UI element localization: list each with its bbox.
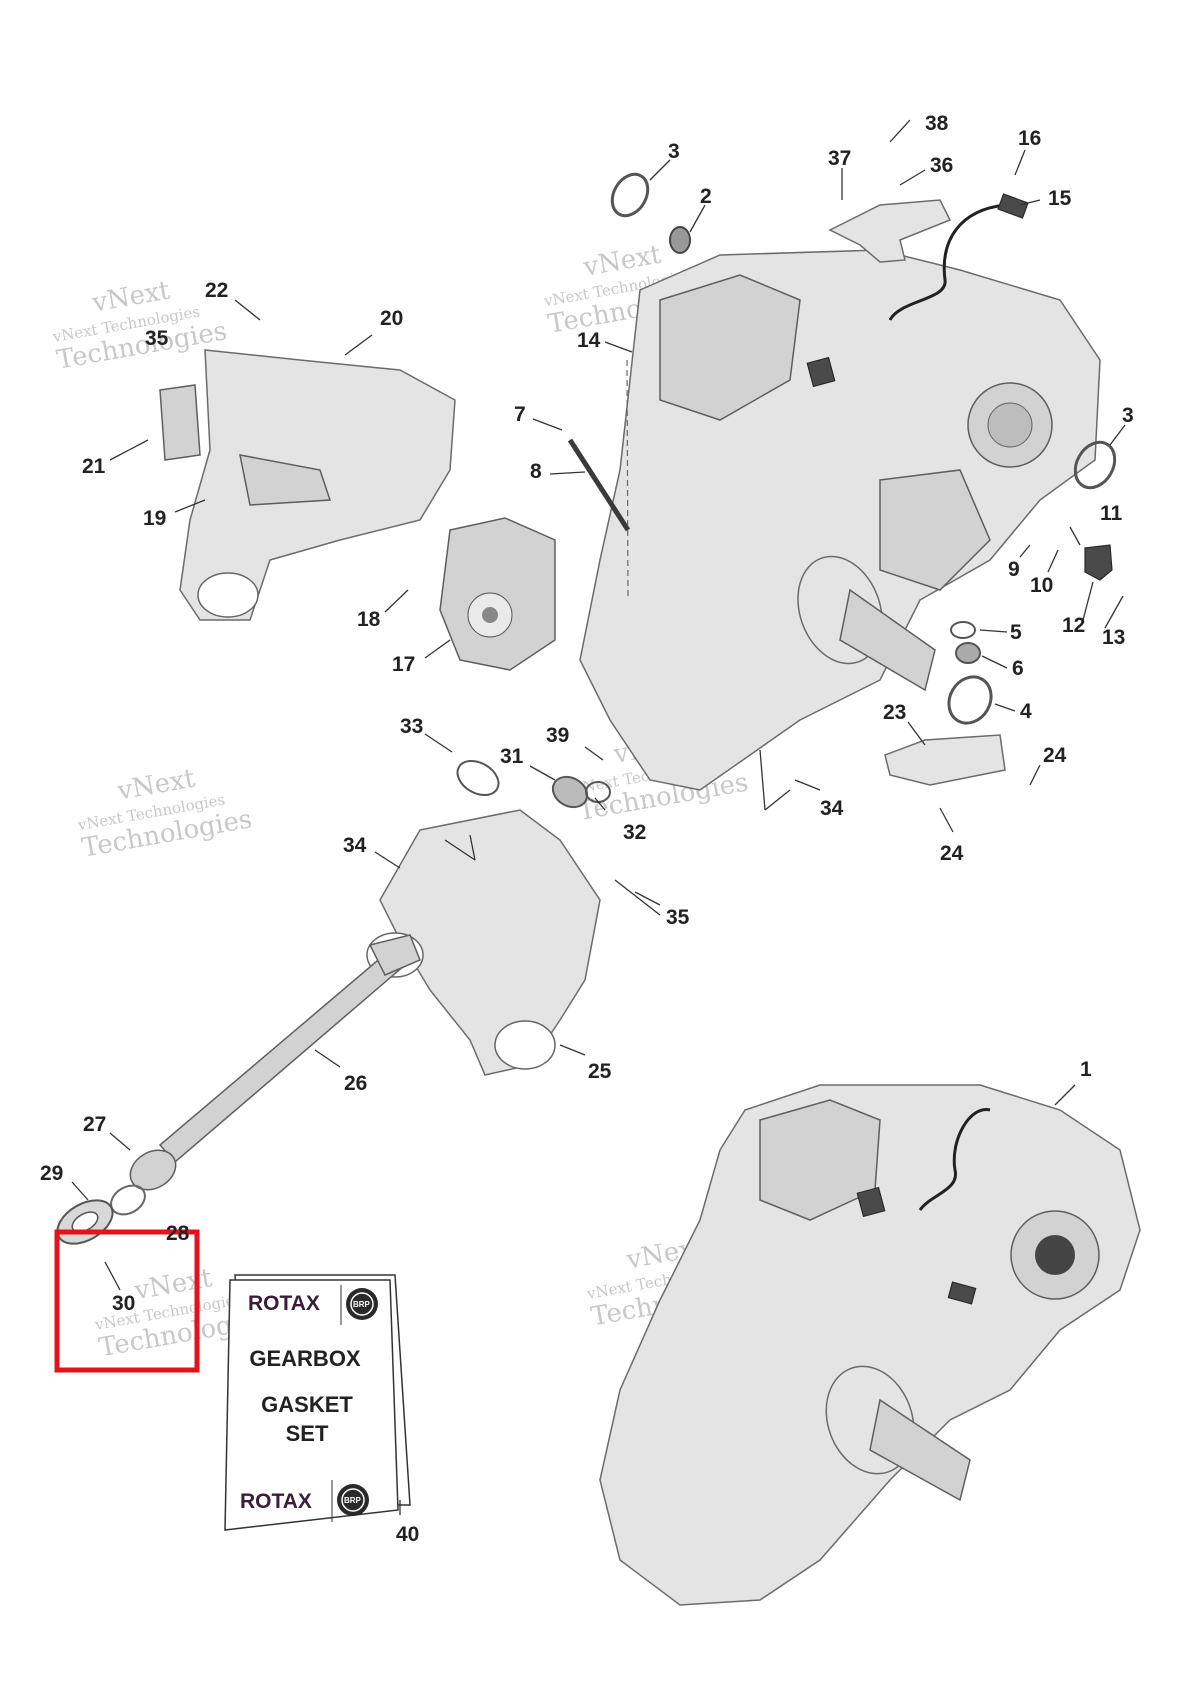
callout-15: 15 <box>1048 187 1072 210</box>
callout-40: 40 <box>396 1523 419 1546</box>
brp-badge-text: BRP <box>344 1496 362 1505</box>
brand-logo-bottom: ROTAX <box>240 1490 312 1513</box>
callout-13: 13 <box>1102 626 1125 649</box>
callout-20: 20 <box>380 307 403 330</box>
callout-21: 21 <box>82 455 106 478</box>
callout-26: 26 <box>344 1072 367 1095</box>
callout-6: 6 <box>1012 657 1024 680</box>
callout-34: 34 <box>343 834 367 857</box>
gasket-kit-40: ROTAX BRP GEARBOX GASKET SET ROTAX BRP <box>224 1274 411 1531</box>
callout-36: 36 <box>930 154 953 177</box>
watermark-3: vNext Technologies vNext Technologies <box>76 763 255 863</box>
callout-1: 1 <box>1080 1058 1092 1081</box>
callout-17: 17 <box>392 653 415 676</box>
callout-11: 11 <box>1100 502 1123 525</box>
callout-34: 34 <box>820 797 844 820</box>
callout-16: 16 <box>1018 127 1041 150</box>
bearing-27 <box>129 1149 177 1191</box>
callout-10: 10 <box>1030 574 1053 597</box>
callout-3: 3 <box>668 140 680 163</box>
callout-7: 7 <box>514 403 526 426</box>
callout-35: 35 <box>145 327 169 350</box>
kit-title-line1: GEARBOX <box>249 1346 361 1371</box>
o-rings <box>456 172 1117 809</box>
callout-2: 2 <box>700 185 712 208</box>
callout-33: 33 <box>400 715 423 738</box>
callout-22: 22 <box>205 279 228 302</box>
callout-14: 14 <box>577 329 601 352</box>
callout-8: 8 <box>530 460 542 483</box>
callout-31: 31 <box>500 745 524 768</box>
callout-5: 5 <box>1010 621 1022 644</box>
gearbox-housing-upper <box>567 193 1101 791</box>
shaft-26 <box>158 934 421 1164</box>
callout-27: 27 <box>83 1113 106 1136</box>
callout-39: 39 <box>546 724 569 747</box>
pump-17 <box>439 517 556 671</box>
callout-23: 23 <box>883 701 906 724</box>
gearbox-assembly-1 <box>599 1084 1141 1606</box>
bracket-23 <box>884 734 1006 786</box>
callout-25: 25 <box>588 1060 612 1083</box>
callout-24: 24 <box>940 842 964 865</box>
kit-title-line2: GASKET <box>261 1392 353 1417</box>
brand-logo-top: ROTAX <box>248 1292 320 1315</box>
callout-38: 38 <box>925 112 949 135</box>
callout-35: 35 <box>666 906 690 929</box>
callout-12: 12 <box>1062 614 1085 637</box>
callout-19: 19 <box>143 507 166 530</box>
callout-32: 32 <box>623 821 646 844</box>
callout-4: 4 <box>1020 700 1032 723</box>
seals-28-29 <box>56 1184 146 1245</box>
callout-3: 3 <box>1122 404 1134 427</box>
callout-labels: 1 2 3 3 4 5 6 7 8 9 10 11 12 13 14 15 16… <box>40 112 1134 1546</box>
callout-30: 30 <box>112 1292 135 1315</box>
brp-badge-text: BRP <box>353 1300 371 1309</box>
leader-lines <box>71 119 1126 1515</box>
callout-24: 24 <box>1043 744 1067 767</box>
sensor-12 <box>1084 544 1113 581</box>
callout-9: 9 <box>1008 558 1020 581</box>
callout-37: 37 <box>828 147 851 170</box>
callout-18: 18 <box>357 608 381 631</box>
watermark-1: vNext Technologies vNext Technologies <box>50 275 229 375</box>
callout-28: 28 <box>166 1222 190 1245</box>
mount-bracket-19 <box>159 349 456 621</box>
highlight-box <box>54 1229 200 1373</box>
callout-29: 29 <box>40 1162 63 1185</box>
kit-title-line3: SET <box>286 1421 329 1446</box>
